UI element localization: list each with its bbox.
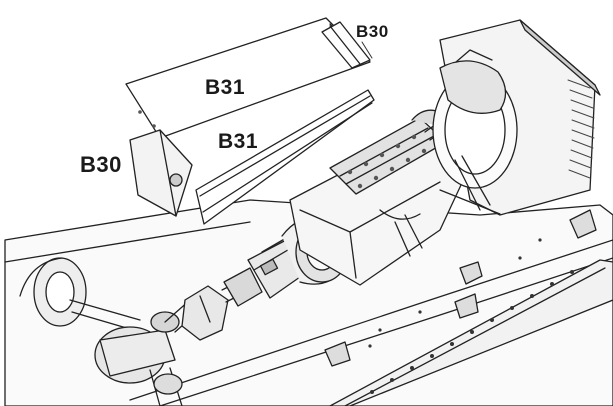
engine-block xyxy=(289,99,479,286)
panel-b30-top xyxy=(321,21,371,69)
rail-rivet-holes xyxy=(368,238,574,394)
panel-b30-left xyxy=(129,129,193,217)
label-b31-top: B31 xyxy=(205,76,246,99)
label-b30-left: B30 xyxy=(80,152,122,177)
cylinder-head-bolts xyxy=(347,134,427,189)
driveshaft xyxy=(164,267,263,341)
panel-b31-mid xyxy=(195,89,375,225)
rear-axle-assembly xyxy=(19,257,183,406)
chassis-side-rail xyxy=(324,209,613,406)
radiator-fins xyxy=(567,79,595,179)
radiator-assembly xyxy=(432,19,601,216)
label-b31-mid: B31 xyxy=(218,130,259,153)
label-leader-lines xyxy=(361,41,373,59)
label-b30-top: B30 xyxy=(356,22,389,41)
